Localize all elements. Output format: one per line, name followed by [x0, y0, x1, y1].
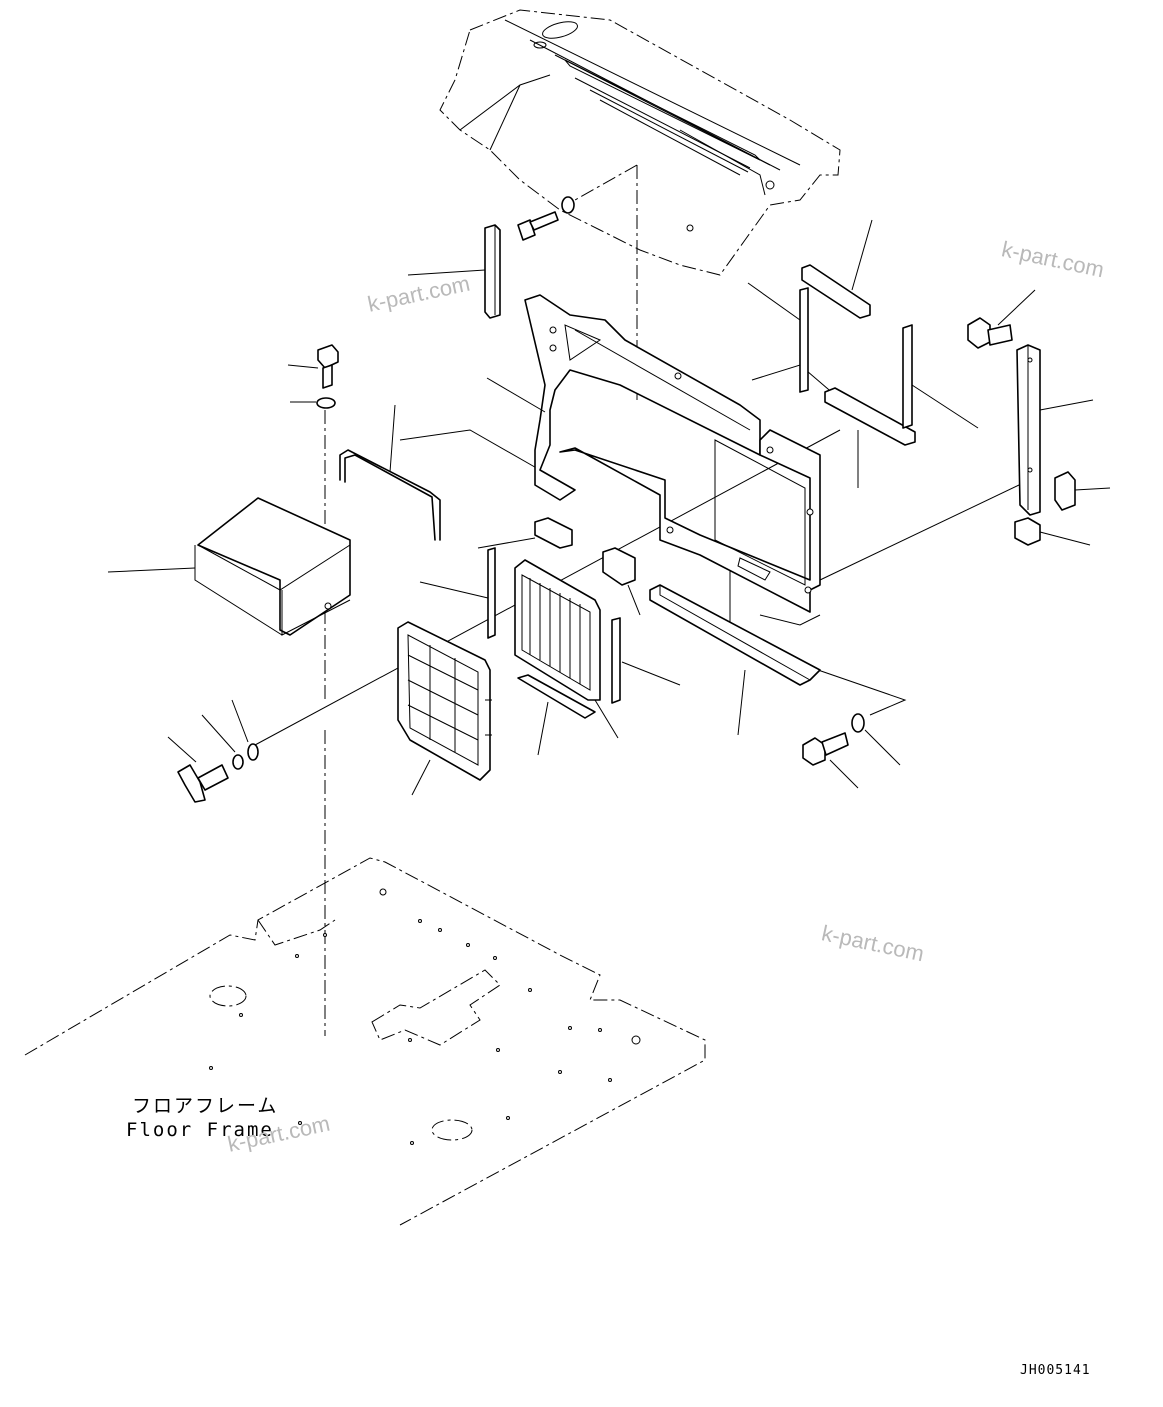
main-duct-panel — [486, 294, 761, 501]
foam-strip-left — [407, 224, 501, 319]
floor-frame-phantom — [24, 857, 706, 1226]
upper-frame-phantom — [439, 9, 841, 276]
right-frame-panel — [559, 429, 821, 626]
bolt-left — [287, 344, 339, 409]
handle-rod — [339, 404, 441, 541]
floor-frame-caption-jp: フロアフレーム — [132, 1095, 279, 1117]
foam-pads — [477, 517, 1091, 616]
wing-bolt — [167, 699, 259, 803]
bottom-right-bolt — [802, 713, 901, 789]
drawing-code: JH005141 — [1020, 1363, 1091, 1378]
long-foam-bar — [649, 584, 821, 736]
grille-panel — [397, 621, 492, 796]
filter-assembly — [419, 547, 681, 756]
right-bolt-bracket — [967, 289, 1111, 516]
cover-box — [107, 497, 351, 636]
top-bolt — [517, 196, 575, 241]
right-foam-strips — [747, 219, 979, 488]
floor-frame-caption-en: Floor Frame — [126, 1119, 274, 1141]
